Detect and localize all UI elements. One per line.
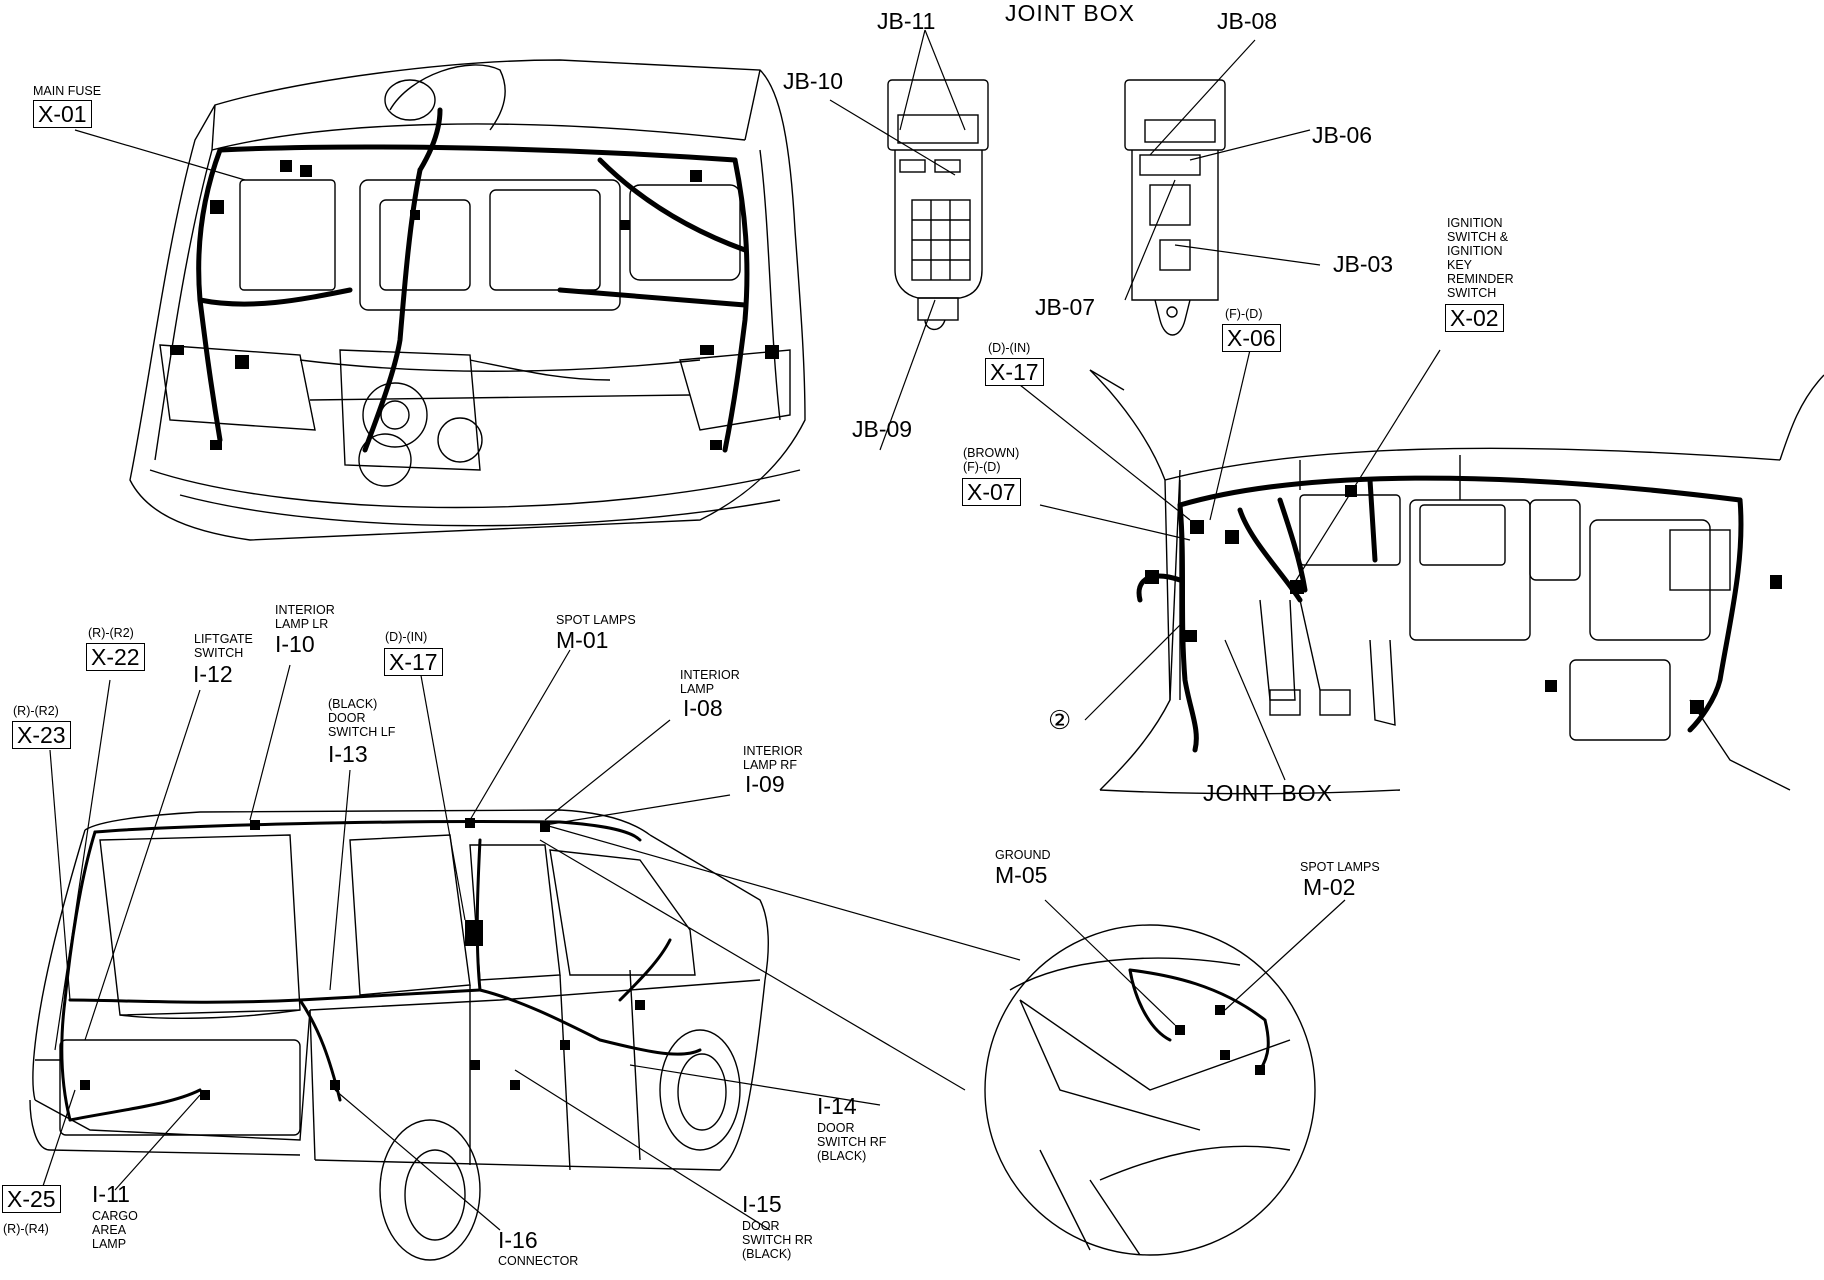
x-06-variant-label: (F)-(D): [1225, 307, 1263, 321]
main-fuse-label: MAIN FUSE: [33, 84, 102, 98]
liftgate-switch-label-line1: LIFTGATE: [194, 632, 253, 646]
x-25-connector-label: X-25: [2, 1185, 61, 1213]
jb-06-label: JB-06: [1312, 122, 1373, 148]
x-25-variant-label: (R)-(R4): [3, 1222, 49, 1236]
door-switch-lf-label-line2: DOOR: [328, 711, 366, 725]
spot-lamps-m02-label: SPOT LAMPS: [1300, 860, 1380, 874]
x-06-connector-label: X-06: [1222, 324, 1281, 352]
m-01-label: M-01: [556, 627, 609, 653]
interior-lamp-label-line2: LAMP: [680, 682, 715, 696]
x-23-connector-label: X-23: [12, 721, 71, 749]
roof-detail-harness: [1128, 968, 1270, 1072]
m-02-label: M-02: [1303, 874, 1356, 900]
ignition-switch-label-line6: SWITCH: [1447, 286, 1497, 300]
dashboard-wiring-harness: [1136, 475, 1744, 753]
i-10-label: I-10: [275, 631, 315, 657]
x-17-dash-connector-label: X-17: [985, 358, 1044, 386]
i-13-label: I-13: [328, 741, 368, 767]
cargo-area-lamp-label-line3: LAMP: [92, 1237, 127, 1251]
door-switch-rr-label-line2: SWITCH RR: [742, 1233, 813, 1247]
zoom-lines: [539, 824, 1021, 1091]
m-05-label: M-05: [995, 862, 1048, 888]
connector-label: CONNECTOR: [498, 1254, 579, 1268]
door-switch-rf-label-line2: SWITCH RF: [817, 1135, 887, 1149]
i-11-label: I-11: [92, 1181, 130, 1207]
joint-box-left-drawing: [887, 79, 989, 331]
interior-lamp-rf-label-line2: LAMP RF: [743, 758, 797, 772]
interior-lamp-label-line1: INTERIOR: [680, 668, 740, 682]
jb-03-label: JB-03: [1333, 251, 1394, 277]
interior-lamp-lr-label-line1: INTERIOR: [275, 603, 335, 617]
door-switch-rf-label-line1: DOOR: [817, 1121, 855, 1135]
roof-detail-drawing: [984, 924, 1316, 1256]
i-16-label: I-16: [498, 1227, 538, 1253]
van-wiring-harness: [60, 820, 702, 1122]
jb-09-label: JB-09: [852, 416, 913, 442]
x-23-variant-label: (R)-(R2): [13, 704, 59, 718]
joint-box-top-title: JOINT BOX: [1005, 0, 1135, 26]
x-07-connector-label: X-07: [962, 478, 1021, 506]
jb-10-label: JB-10: [783, 68, 844, 94]
jb-08-label: JB-08: [1217, 8, 1278, 34]
i-09-label: I-09: [745, 771, 785, 797]
spot-lamps-m01-label: SPOT LAMPS: [556, 613, 636, 627]
x-07-variant-label: (F)-(D): [963, 460, 1001, 474]
door-switch-lf-label-line3: SWITCH LF: [328, 725, 396, 739]
door-switch-rr-label-line3: (BLACK): [742, 1247, 792, 1261]
door-switch-rf-label-line3: (BLACK): [817, 1149, 867, 1163]
door-switch-rr-label-line1: DOOR: [742, 1219, 780, 1233]
engine-compartment-drawing: [129, 59, 806, 541]
ground-m05-label: GROUND: [995, 848, 1051, 862]
leader-lines: [39, 29, 1441, 1231]
cargo-area-lamp-label-line1: CARGO: [92, 1209, 138, 1223]
i-08-label: I-08: [683, 695, 723, 721]
x-17-van-variant-label: (D)-(IN): [385, 630, 428, 644]
ignition-switch-label-line4: KEY: [1447, 258, 1473, 272]
van-connectors: [80, 818, 645, 1100]
x-17-dash-variant-label: (D)-(IN): [988, 341, 1031, 355]
x-02-connector-label: X-02: [1445, 304, 1504, 332]
liftgate-switch-label-line2: SWITCH: [194, 646, 244, 660]
door-switch-lf-label-line1: (BLACK): [328, 697, 378, 711]
roof-detail-connectors: [1175, 1005, 1265, 1075]
joint-box-right-drawing: [1124, 79, 1226, 336]
i-14-label: I-14: [817, 1093, 857, 1119]
joint-box-dash-title: JOINT BOX: [1203, 780, 1333, 806]
ignition-switch-label-line3: IGNITION: [1447, 244, 1503, 258]
i-12-label: I-12: [193, 661, 233, 687]
x-17-van-connector-label: X-17: [384, 648, 443, 676]
ignition-switch-label-line1: IGNITION: [1447, 216, 1503, 230]
ignition-switch-label-line5: REMINDER: [1447, 272, 1514, 286]
x-07-color-label: (BROWN): [963, 446, 1020, 460]
x-22-variant-label: (R)-(R2): [88, 626, 134, 640]
jb-11-label: JB-11: [877, 8, 936, 34]
interior-lamp-lr-label-line2: LAMP LR: [275, 617, 329, 631]
cargo-area-lamp-label-line2: AREA: [92, 1223, 127, 1237]
van-body-drawing: [29, 809, 769, 1261]
ground-point-2-label: ②: [1048, 705, 1072, 735]
dashboard-drawing: [1089, 369, 1824, 795]
x-22-connector-label: X-22: [86, 643, 145, 671]
i-15-label: I-15: [742, 1191, 782, 1217]
ignition-switch-label-line2: SWITCH &: [1447, 230, 1509, 244]
x-01-connector-label: X-01: [33, 100, 92, 128]
interior-lamp-rf-label-line1: INTERIOR: [743, 744, 803, 758]
engine-harness-connectors: [170, 160, 779, 450]
jb-07-label: JB-07: [1035, 294, 1096, 320]
